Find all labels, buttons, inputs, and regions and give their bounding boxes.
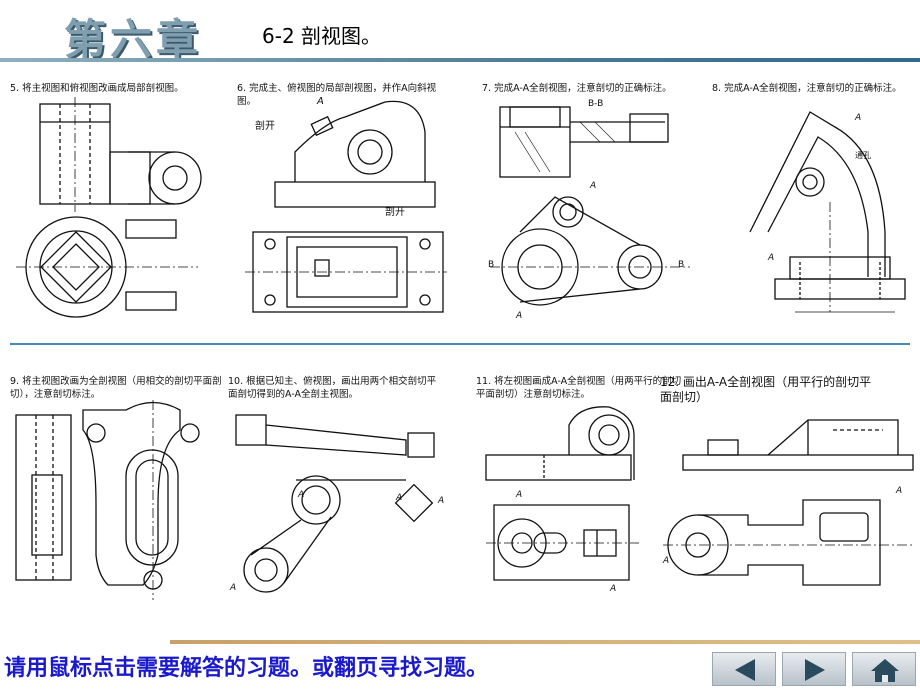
section-divider bbox=[10, 343, 910, 345]
ex7-annotation-2: B bbox=[488, 260, 494, 270]
exercise-5-label: 5. 将主视图和俯视图改画成局部剖视图。 bbox=[10, 83, 184, 94]
exercise-8-label: 8. 完成A-A全剖视图，注意剖切的正确标注。 bbox=[712, 83, 902, 94]
ex10-annotation-2: A bbox=[395, 493, 402, 503]
home-button[interactable] bbox=[852, 652, 916, 686]
ex8-annotation-1: A bbox=[854, 113, 861, 123]
exercise-10-label: 10. 根据已知主、俯视图，画出用两个相交剖切平面剖切得到的A-A全剖主视图。 bbox=[228, 376, 437, 400]
exercise-11[interactable]: 11. 将左视图画成A-A全剖视图（用两平行的剖切平面剖切）注意剖切标注。 A … bbox=[474, 375, 692, 635]
exercise-9-label: 9. 将主视图改画为全剖视图（用相交的剖切平面剖切），注意剖切标注。 bbox=[10, 376, 222, 400]
exercise-6-label: 6. 完成主、俯视图的局部剖视图，并作A向斜视图。 bbox=[237, 83, 437, 107]
page-header: 第六章 6-2 剖视图。 bbox=[0, 0, 920, 64]
ex6-annotation-2: A bbox=[316, 96, 324, 107]
exercise-8-drawing: A 通孔 A bbox=[749, 111, 906, 313]
exercise-7-drawing: B-B B B A A bbox=[488, 99, 690, 321]
ex6-annotation-1: 剖开 bbox=[255, 119, 275, 132]
exercise-8[interactable]: 8. 完成A-A全剖视图，注意剖切的正确标注。 A 通孔 A bbox=[710, 82, 920, 342]
exercise-5[interactable]: 5. 将主视图和俯视图改画成局部剖视图。 bbox=[8, 82, 226, 342]
exercise-7-label: 7. 完成A-A全剖视图，注意剖切的正确标注。 bbox=[482, 83, 672, 94]
chapter-title: 第六章 bbox=[64, 15, 203, 64]
ex8-annotation-2: 通孔 bbox=[855, 150, 871, 160]
title-rule bbox=[0, 58, 920, 62]
ex7-annotation-3: B bbox=[678, 260, 684, 270]
section-subtitle: 6-2 剖视图。 bbox=[262, 24, 382, 48]
exercise-5-drawing bbox=[16, 97, 202, 318]
ex12-annotation-1: A bbox=[662, 556, 669, 566]
ex10-annotation-1: A bbox=[297, 490, 304, 500]
prev-page-button[interactable] bbox=[712, 652, 776, 686]
ex6-annotation-3: 剖开 bbox=[385, 205, 405, 218]
ex10-annotation-3: A bbox=[229, 583, 236, 593]
ex7-annotation-4: A bbox=[589, 181, 596, 191]
ex7-annotation-1: B-B bbox=[588, 99, 603, 109]
exercise-7[interactable]: 7. 完成A-A全剖视图，注意剖切的正确标注。 B-B B B A A bbox=[480, 82, 698, 342]
triangle-right-icon bbox=[805, 659, 825, 681]
ex10-annotation-4: A bbox=[437, 496, 444, 506]
exercise-6-drawing: 剖开 A 剖开 bbox=[245, 96, 447, 313]
exercise-10[interactable]: 10. 根据已知主、俯视图，画出用两个相交剖切平面剖切得到的A-A全剖主视图。 … bbox=[226, 375, 444, 635]
ex11-annotation-2: A bbox=[609, 584, 616, 594]
ex7-annotation-5: A bbox=[515, 311, 522, 321]
next-page-button[interactable] bbox=[782, 652, 846, 686]
exercise-10-drawing: A A A A bbox=[229, 414, 444, 593]
ex8-annotation-3: A bbox=[767, 253, 774, 263]
footer-rule bbox=[170, 640, 920, 644]
home-icon bbox=[871, 659, 899, 682]
exercise-12[interactable]: 12. 画出A-A全剖视图（用平行的剖切平面剖切） A A bbox=[658, 375, 914, 635]
ex12-annotation-2: A bbox=[895, 486, 902, 496]
exercise-11-drawing: A A bbox=[485, 406, 639, 594]
ex11-annotation-1: A bbox=[515, 490, 522, 500]
exercise-9-drawing bbox=[15, 400, 200, 600]
exercise-12-label: 12. 画出A-A全剖视图（用平行的剖切平面剖切） bbox=[660, 375, 872, 404]
exercise-11-label: 11. 将左视图画成A-A全剖视图（用两平行的剖切平面剖切）注意剖切标注。 bbox=[476, 376, 682, 400]
exercise-12-drawing: A A bbox=[662, 419, 914, 586]
triangle-left-icon bbox=[735, 659, 755, 681]
exercise-6[interactable]: 6. 完成主、俯视图的局部剖视图，并作A向斜视图。 剖开 A 剖开 bbox=[235, 82, 453, 342]
footer-instruction: 请用鼠标点击需要解答的习题。或翻页寻找习题。 bbox=[4, 656, 489, 681]
exercise-9[interactable]: 9. 将主视图改画为全剖视图（用相交的剖切平面剖切），注意剖切标注。 bbox=[8, 375, 226, 635]
